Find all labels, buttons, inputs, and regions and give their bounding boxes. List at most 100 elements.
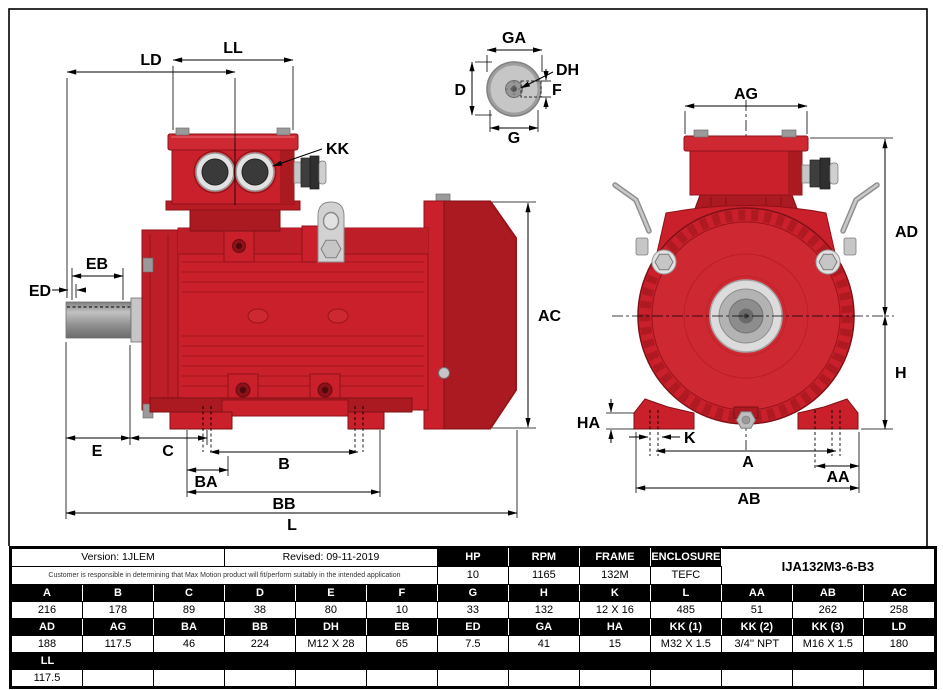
dim-label-c: C: [162, 443, 174, 460]
dim-value-cell: 117.5: [81, 635, 154, 653]
dim-header-cell: EB: [365, 618, 438, 636]
cable-entry-right: [233, 150, 277, 194]
dim-label-ed: ED: [29, 283, 51, 300]
dim-label-ba: BA: [194, 474, 218, 491]
end-bell-bolt: [142, 257, 154, 273]
dim-value-cell: 33: [436, 601, 509, 619]
spec-header-cell: FRAME: [578, 548, 651, 567]
dim-value-row: 117.5: [11, 669, 936, 687]
dim-header-cell: AC: [862, 584, 936, 602]
dim-header-cell: GA: [507, 618, 580, 636]
side-view: LD LL KK EB ED AC E C: [29, 40, 562, 534]
dim-value-cell: 7.5: [436, 635, 509, 653]
dim-value-cell: 12 X 16: [578, 601, 651, 619]
keyway-outline: [520, 80, 542, 98]
dim-value-cell: [791, 669, 864, 687]
front-view: AG AD H HA K A AA AB: [577, 86, 918, 508]
dim-value-cell: [365, 669, 438, 687]
dim-label-ld: LD: [140, 52, 161, 69]
dim-label-l: L: [287, 517, 297, 534]
dim-value-cell: 15: [578, 635, 651, 653]
cooling-fins: [182, 261, 424, 387]
spec-value-cell: 10: [436, 566, 509, 585]
dim-label-d: D: [454, 82, 466, 99]
dim-value-cell: M32 X 1.5: [649, 635, 722, 653]
dim-label-ab: AB: [737, 491, 760, 508]
spec-value-cell: TEFC: [649, 566, 722, 585]
dim-label-ll: LL: [223, 40, 243, 57]
shoulder-bolt: [818, 253, 838, 271]
dim-label-aa: AA: [826, 469, 850, 486]
dim-value-cell: 10: [365, 601, 438, 619]
spec-table-wrapper: Version: 1JLEM Revised: 09-11-2019 HP RP…: [9, 546, 937, 689]
front-terminal-box: [683, 129, 839, 215]
dim-value-cell: 46: [152, 635, 225, 653]
dim-value-cell: [649, 669, 722, 687]
side-handle-right: [840, 182, 880, 234]
spec-value-cell: 132M: [578, 566, 651, 585]
revised-cell: Revised: 09-11-2019: [223, 548, 438, 567]
dim-header-cell: AB: [791, 584, 864, 602]
spec-header-cell: ENCLOSURE: [649, 548, 722, 567]
dim-label-bb: BB: [272, 496, 295, 513]
dim-label-eb: EB: [86, 256, 108, 273]
dim-value-cell: [507, 669, 580, 687]
front-motor-body: [612, 182, 880, 470]
dim-label-f: F: [552, 82, 562, 99]
motor-shaft: [65, 297, 144, 343]
shaft-end-view: GA D G DH F: [454, 30, 579, 147]
front-cable-gland: [801, 157, 839, 190]
dim-value-cell: [294, 669, 367, 687]
dim-value-cell: [578, 669, 651, 687]
dim-label-kk: KK: [326, 141, 350, 158]
lifting-lug: [317, 201, 345, 263]
dim-value-cell: 65: [365, 635, 438, 653]
dim-header-cell: B: [81, 584, 154, 602]
dim-value-cell: 262: [791, 601, 864, 619]
dim-value-cell: 3/4'' NPT: [720, 635, 793, 653]
dim-header-cell: LL: [40, 654, 55, 667]
spec-header-cell: RPM: [507, 548, 580, 567]
dim-value-cell: [223, 669, 296, 687]
dim-header-cell: KK (2): [720, 618, 793, 636]
dim-value-cell: 224: [223, 635, 296, 653]
dim-value-cell: 188: [11, 635, 83, 653]
dim-label-ag: AG: [734, 86, 758, 103]
terminal-box: [165, 127, 327, 232]
dim-value-cell: 178: [81, 601, 154, 619]
front-view-dimensions: AG AD H HA K A AA AB: [577, 86, 918, 508]
shoulder-bolt: [654, 253, 674, 271]
dim-header-cell: ED: [436, 618, 509, 636]
disclaimer: Customer is responsible in determining t…: [11, 566, 438, 585]
dim-value-cell: 89: [152, 601, 225, 619]
dim-header-cell: C: [152, 584, 225, 602]
dim-label-dh: DH: [556, 62, 579, 79]
dim-label-ac: AC: [538, 308, 562, 325]
dim-header-cell: F: [365, 584, 438, 602]
dim-value-cell: [152, 669, 225, 687]
dim-header-cell: A: [11, 584, 83, 602]
dim-label-e: E: [92, 443, 103, 460]
dim-value-cell: 216: [11, 601, 83, 619]
dim-header-cell: KK (3): [791, 618, 864, 636]
version-cell: Version: 1JLEM: [11, 548, 225, 567]
dim-header-cell: BB: [223, 618, 296, 636]
model-number: IJA132M3-6-B3: [720, 548, 936, 585]
dim-header-cell: K: [578, 584, 651, 602]
dim-header-cell: BA: [152, 618, 225, 636]
spec-table: Version: 1JLEM Revised: 09-11-2019 HP RP…: [11, 548, 936, 687]
mounting-feet: [149, 397, 413, 452]
dim-value-cell: [862, 669, 936, 687]
dim-value-cell: 51: [720, 601, 793, 619]
dim-value-cell: [81, 669, 154, 687]
dim-header-cell: AD: [11, 618, 83, 636]
drawing-frame-border: [8, 8, 928, 546]
dim-header-row: LL: [11, 652, 935, 670]
dim-value-cell: [720, 669, 793, 687]
dim-value-cell: 117.5: [11, 669, 83, 687]
dim-label-ha: HA: [577, 415, 601, 432]
dim-header-cell: HA: [578, 618, 651, 636]
